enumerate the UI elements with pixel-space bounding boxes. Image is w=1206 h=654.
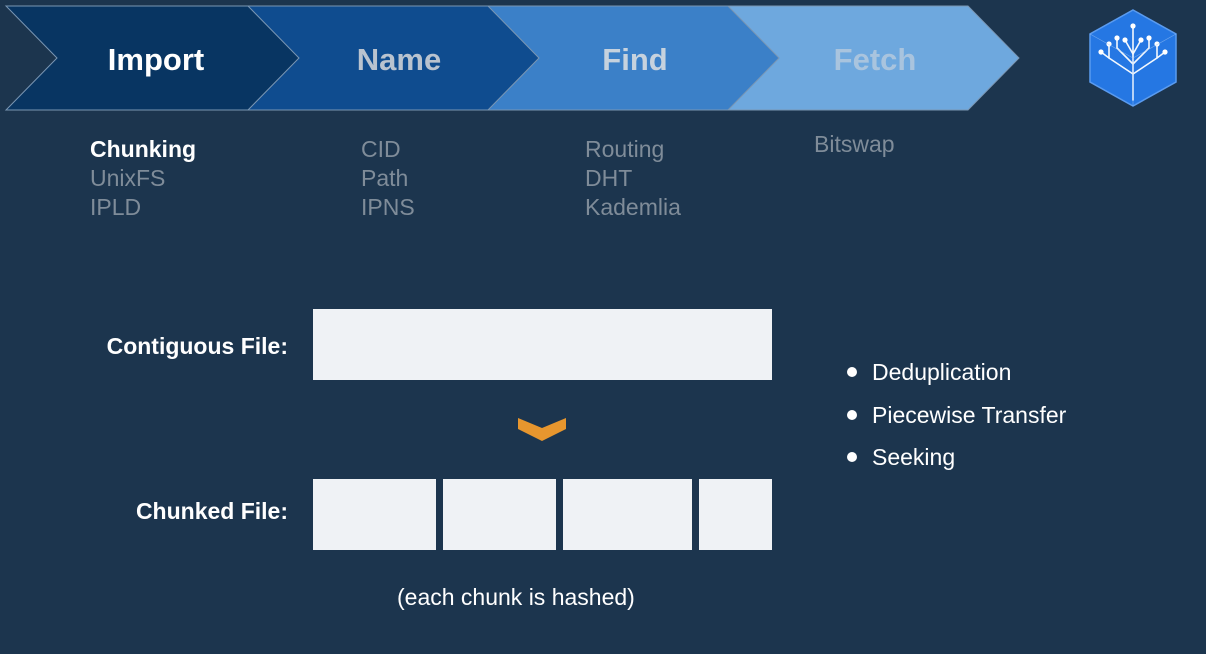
step-import-label: Import [107, 42, 205, 77]
caption: (each chunk is hashed) [397, 584, 635, 610]
step-name-label: Name [356, 42, 442, 77]
topic-item: CID [361, 136, 401, 162]
find-topics: Routing DHT Kademlia [585, 135, 681, 222]
contiguous-file-label: Contiguous File: [106, 333, 288, 359]
bullet-icon [847, 452, 857, 462]
bullet-icon [847, 367, 857, 377]
contiguous-file-box [313, 309, 772, 380]
file-chunk [443, 479, 556, 550]
benefit-text: Deduplication [872, 359, 1012, 385]
step-fetch-label: Fetch [833, 42, 917, 77]
chevron-import [4, 5, 300, 111]
topic-item: Bitswap [814, 131, 895, 157]
benefit-item: Seeking [845, 439, 1066, 482]
fetch-topics: Bitswap [814, 130, 895, 159]
step-find-label: Find [602, 42, 668, 77]
topic-item: IPNS [361, 194, 415, 220]
topic-item: Path [361, 165, 409, 191]
name-topics: CID Path IPNS [361, 135, 415, 222]
benefit-text: Piecewise Transfer [872, 401, 1067, 428]
benefit-item: Deduplication [845, 354, 1066, 397]
file-chunk [313, 479, 436, 550]
benefits-list: Deduplication Piecewise Transfer Seeking [845, 354, 1066, 482]
import-topics: Chunking UnixFS IPLD [90, 135, 196, 222]
topic-item: IPLD [90, 194, 142, 220]
chunked-file-label: Chunked File: [135, 498, 288, 524]
benefit-text: Seeking [872, 444, 956, 470]
topic-item: UnixFS [90, 165, 166, 191]
topic-item: Routing [585, 136, 665, 162]
topic-item: DHT [585, 165, 633, 191]
benefit-item: Piecewise Transfer [845, 397, 1066, 440]
bullet-icon [847, 409, 857, 420]
topic-item: Chunking [90, 136, 197, 162]
file-chunk [563, 479, 692, 550]
file-chunk [699, 479, 772, 550]
topic-item: Kademlia [585, 194, 681, 220]
ipfs-logo-icon [1089, 9, 1177, 107]
chevron-down-icon [518, 418, 566, 441]
pipeline-chevrons [4, 5, 1020, 111]
